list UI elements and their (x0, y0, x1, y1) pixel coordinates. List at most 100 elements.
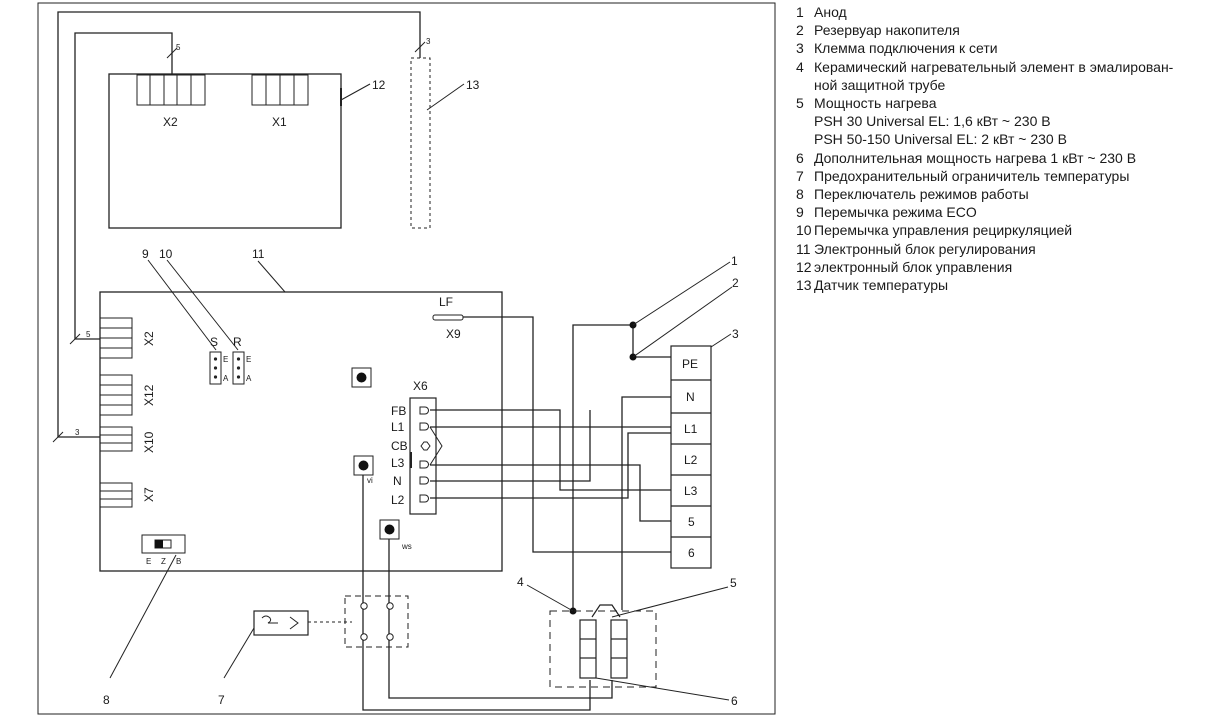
label-x9: X9 (446, 327, 461, 341)
terminal-pe: PE (682, 357, 698, 371)
wire-count-5-top: 5 (176, 43, 181, 52)
connector-x1-top (251, 74, 309, 106)
connector-x7 (99, 482, 133, 508)
legend-item: 1 Анод (796, 3, 1216, 21)
label-jumper-s: S (210, 335, 218, 349)
label-lf: LF (439, 295, 453, 309)
label-x2-top: X2 (163, 115, 178, 129)
label-s-e: E (223, 355, 228, 364)
terminal-block (670, 345, 712, 569)
callout-5: 5 (730, 576, 737, 590)
label-switch-b: B (176, 557, 181, 566)
legend-item-number: 1 (796, 4, 804, 20)
legend-item-text: Резервуар накопителя (814, 22, 960, 39)
legend-item-number: 10 (796, 222, 812, 239)
x6-pin-l2: L2 (391, 493, 405, 507)
callout-2: 2 (732, 276, 739, 290)
callout-6: 6 (731, 694, 738, 708)
label-ws: ws (401, 542, 412, 551)
label-switch-z: Z (161, 557, 166, 566)
legend-item-number: 13 (796, 277, 812, 294)
callout-11: 11 (252, 247, 265, 261)
label-x7: X7 (142, 487, 156, 502)
regulation-board (99, 291, 503, 572)
terminal-l2: L2 (684, 453, 698, 467)
heating-elements (579, 604, 628, 679)
legend-item: 3 Клемма подключения к сети (796, 39, 1216, 57)
callout-12: 12 (372, 78, 386, 92)
sensor-terminal-ws (379, 519, 400, 540)
diagram-frame (37, 2, 776, 715)
wires (362, 316, 671, 711)
wire-count-3-left: 3 (75, 428, 80, 437)
jumper-recirculation[interactable] (232, 351, 245, 385)
legend-item-continuation: PSH 50-150 Universal EL: 2 кВт ~ 230 В (814, 131, 1067, 148)
terminal-l3: L3 (684, 484, 698, 498)
x6-pin-cb: CB (391, 439, 408, 453)
label-r-e: E (246, 355, 251, 364)
legend-item-text: Предохранительный ограничитель температу… (814, 167, 1130, 184)
connector-x12 (99, 374, 133, 416)
legend-item-text: Керамический нагревательный элемент в эм… (814, 58, 1174, 75)
callout-3: 3 (732, 327, 739, 341)
connector-x6 (409, 397, 437, 515)
leader-lines (109, 83, 733, 701)
x6-pin-l1: L1 (391, 420, 405, 434)
legend: 1 Анод 2 Резервуар накопителя 3 Клемма подклю… (796, 3, 1216, 294)
control-board (108, 73, 342, 229)
legend-item-text: Переключатель режимов работы (814, 186, 1029, 203)
temperature-sensor (410, 57, 431, 229)
terminal-6: 6 (688, 546, 695, 560)
x6-pin-n: N (393, 474, 402, 488)
callout-7: 7 (218, 693, 225, 707)
callout-4: 4 (517, 575, 524, 589)
legend-item-text: электронный блок управления (814, 258, 1013, 275)
fuse-lf (432, 314, 464, 321)
legend-item-number: 4 (796, 58, 804, 75)
legend-item-number: 5 (796, 95, 804, 112)
legend-item-number: 3 (796, 40, 804, 57)
legend-item-text: Анод (814, 4, 847, 20)
terminal-5: 5 (688, 515, 695, 529)
legend-item-text: Клемма подключения к сети (814, 40, 998, 57)
legend-item-text: Дополнительная мощность нагрева 1 кВт ~ … (814, 149, 1137, 166)
x6-pin-fb: FB (391, 404, 406, 418)
callout-8: 8 (103, 693, 110, 707)
label-x10: X10 (142, 431, 156, 453)
callout-13: 13 (466, 78, 480, 92)
legend-item-text: Перемычка управления рециркуляцией (814, 222, 1073, 239)
label-vi: vi (367, 476, 373, 485)
mode-switch[interactable] (141, 534, 186, 554)
x6-pin-symbols (419, 406, 443, 503)
wiring-diagram: X2 X1 5 3 5 3 X2 X12 X10 X7 S R (37, 2, 776, 715)
jumper-eco[interactable] (209, 351, 222, 385)
legend-item-number: 11 (796, 240, 811, 257)
legend-item-number: 7 (796, 167, 804, 184)
legend-item: 2 Резервуар накопителя (796, 21, 1216, 39)
thermostat-contacts-housing (344, 595, 409, 648)
label-switch-e: E (146, 557, 151, 566)
label-r-a: A (246, 374, 252, 383)
connector-x2-top (136, 74, 206, 106)
sensor-terminal-vi (353, 455, 374, 476)
legend-item-text: Электронный блок регулирования (814, 240, 1036, 257)
board-button[interactable] (351, 367, 372, 388)
wire-count-3-top: 3 (426, 37, 431, 46)
cable-5 (74, 32, 173, 340)
label-x6: X6 (413, 379, 428, 393)
callout-1: 1 (731, 254, 738, 268)
x6-pin-l3: L3 (391, 456, 405, 470)
legend-item-number: 2 (796, 22, 804, 39)
legend-item-continuation: PSH 30 Universal EL: 1,6 кВт ~ 230 В (814, 113, 1051, 130)
terminal-l1: L1 (684, 422, 698, 436)
legend-item: 7 Предохранительный ограничитель температ… (796, 167, 1216, 185)
label-x2-left: X2 (142, 331, 156, 346)
connector-x10 (99, 426, 133, 452)
legend-item-text: Мощность нагрева (814, 95, 937, 112)
